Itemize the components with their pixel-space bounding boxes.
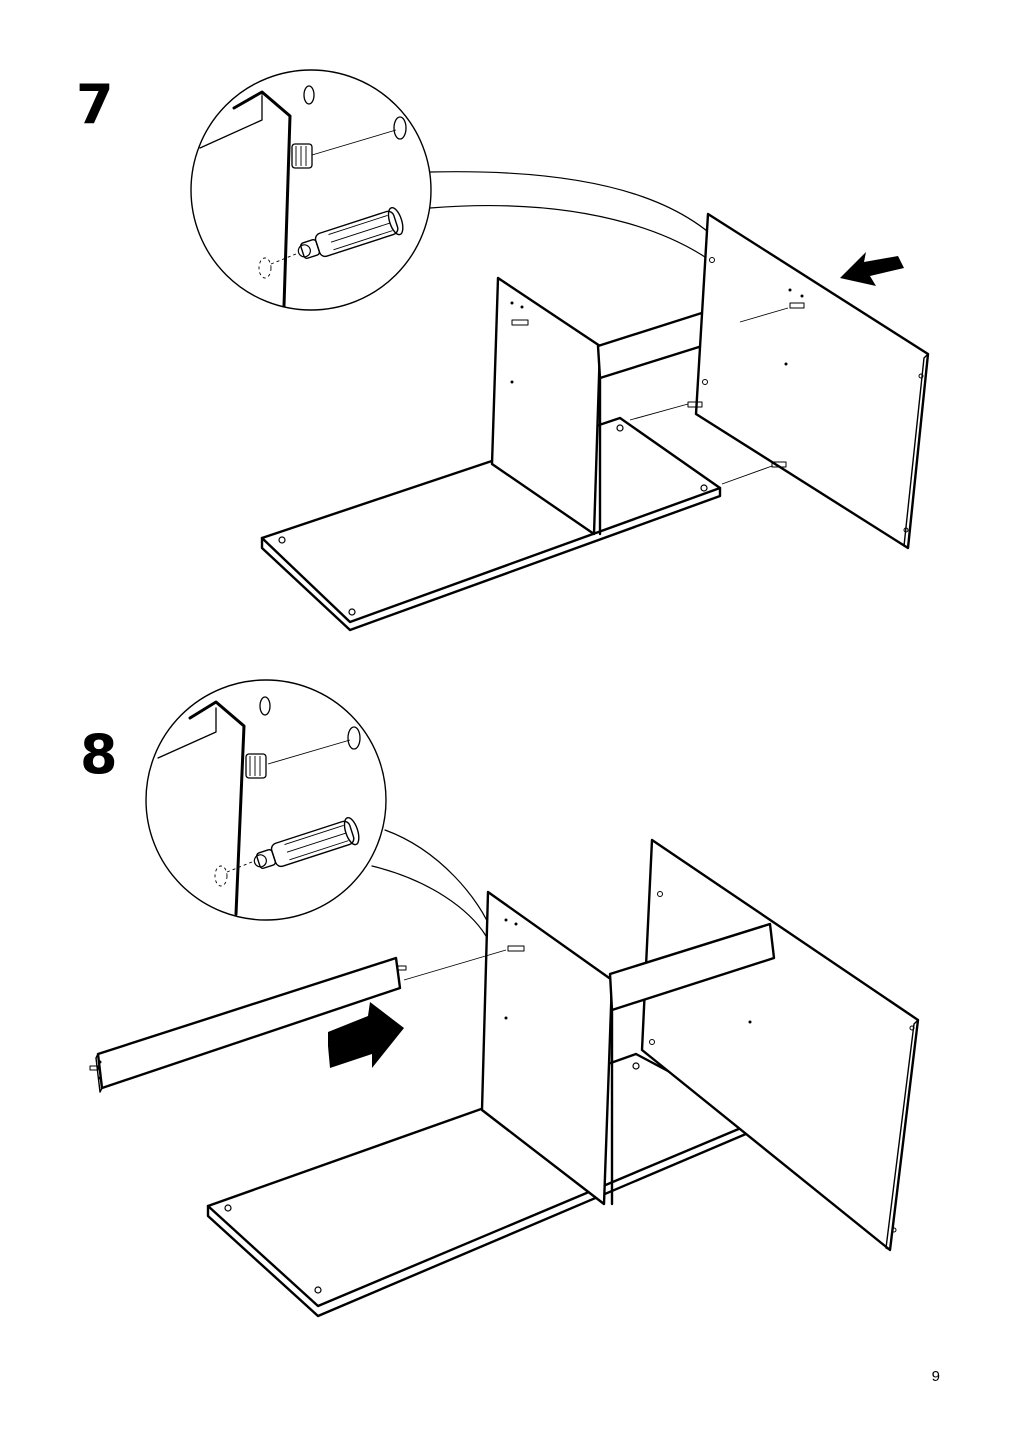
dowel-icon [397, 965, 407, 971]
dowel-icon [253, 817, 360, 869]
dowel-icon [687, 401, 703, 408]
dowel-icon [507, 945, 525, 952]
dowel-icon [245, 753, 267, 779]
step-7-number: 7 [76, 73, 114, 136]
arrow-icon [840, 252, 904, 286]
dowel-icon [771, 461, 787, 468]
dowel-icon [291, 143, 313, 169]
dowel-icon [297, 207, 404, 259]
step-8-detail-circle-icon [145, 679, 493, 937]
dowel-icon [89, 1065, 99, 1071]
arrow-icon [328, 1002, 404, 1068]
dowel-icon [789, 302, 805, 309]
page-number: 9 [931, 1368, 940, 1385]
dowel-icon [511, 319, 529, 326]
step-8-number: 8 [80, 723, 118, 786]
step-7-illustration [0, 0, 1012, 700]
step-8-illustration [0, 670, 1012, 1370]
step-7-detail-circle-icon [190, 69, 759, 311]
